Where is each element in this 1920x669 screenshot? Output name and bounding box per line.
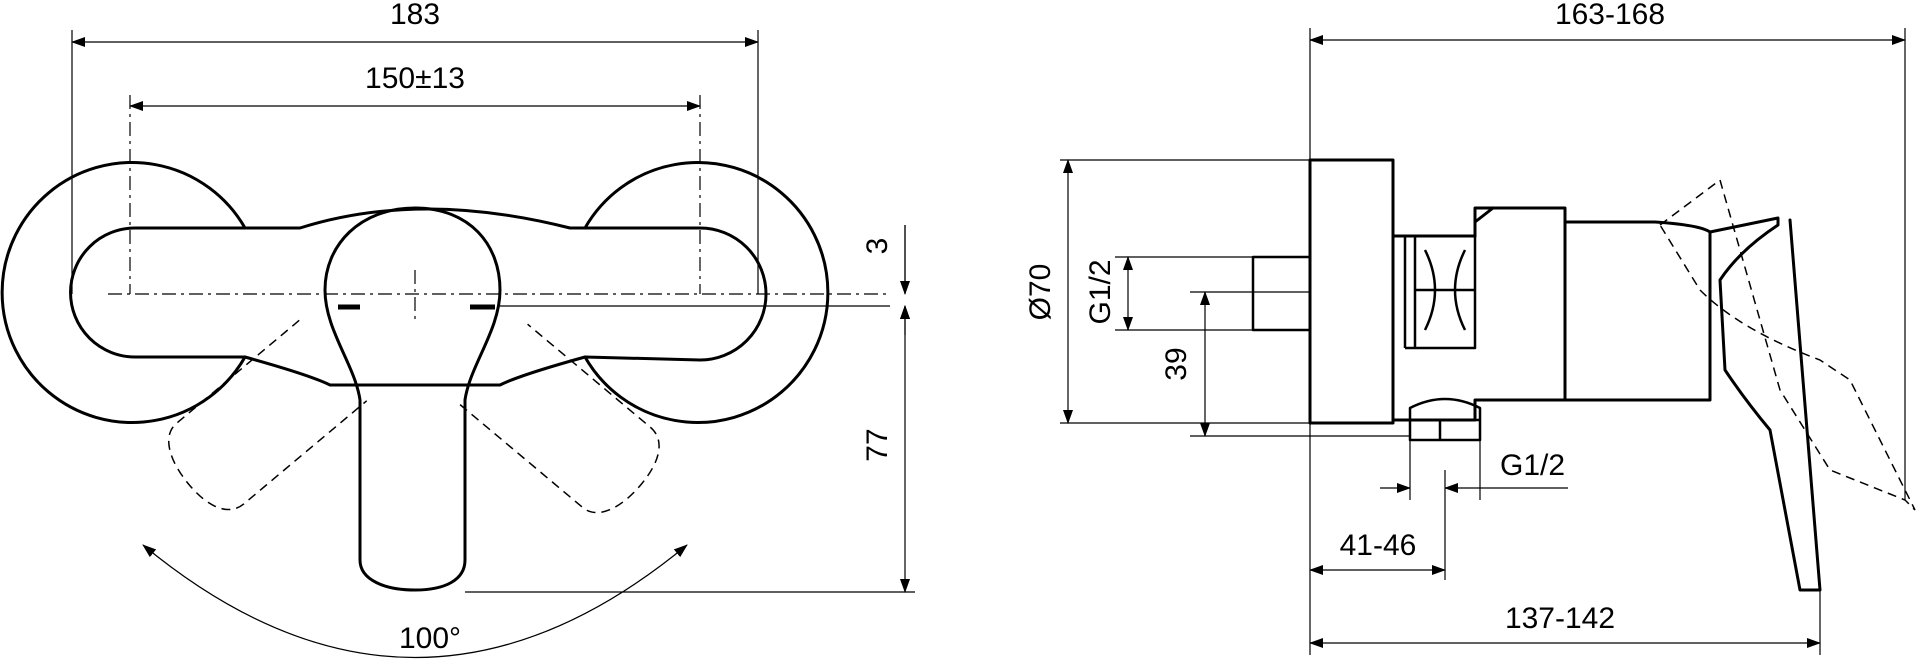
dim-inlet-height: 39	[1160, 347, 1193, 380]
hex-nut	[1403, 234, 1477, 350]
dim-inlet-thread: G1/2	[1084, 259, 1117, 324]
side-lever-rotated	[1659, 178, 1916, 511]
inlet-stub	[1251, 255, 1312, 332]
rotation-arc	[142, 544, 688, 659]
dim-body-depth: 137-142	[1505, 602, 1615, 635]
right-rosette	[583, 161, 830, 424]
lever-rotated-right	[168, 319, 368, 511]
dim-lever-height: 77	[861, 428, 894, 461]
dim-overall-width: 183	[390, 0, 440, 31]
dim-outlet-offset: 41-46	[1340, 529, 1417, 562]
lever-handle	[323, 206, 502, 592]
dim-offset: 3	[861, 238, 894, 255]
side-rosette	[1308, 158, 1395, 425]
dim-outlet-thread: G1/2	[1500, 449, 1565, 482]
front-view: 183 150±13 3 77 100°	[0, 0, 915, 659]
dim-diameter: Ø70	[1024, 264, 1057, 321]
dim-rotation-angle: 100°	[399, 622, 461, 655]
side-body	[1391, 206, 1567, 422]
side-view: 163-168 Ø70 G1/2 39 G1/2 41-46 137-142	[1024, 0, 1916, 655]
outlet-nut	[1408, 397, 1482, 442]
side-lever	[1708, 216, 1822, 592]
dim-hole-spacing: 150±13	[365, 62, 465, 95]
dim-overall-depth: 163-168	[1555, 0, 1665, 31]
left-rosette	[0, 161, 247, 424]
mixer-body	[69, 207, 768, 387]
lever-rotated-left	[459, 323, 660, 514]
